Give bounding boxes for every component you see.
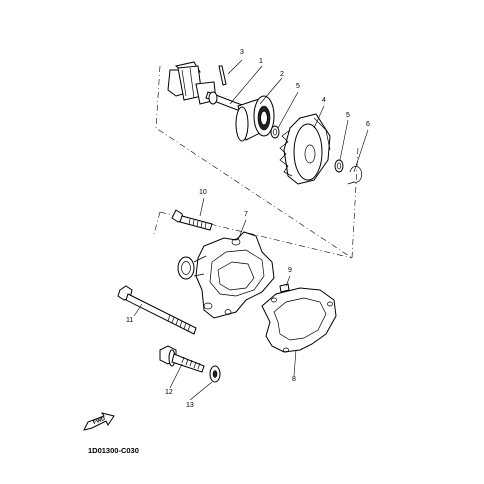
callout-5-right: 5	[346, 112, 350, 119]
bolt-washer-part	[209, 365, 221, 383]
impeller-shaft-part	[167, 61, 251, 115]
callout-4: 4	[322, 97, 326, 104]
callout-5-left: 5	[296, 83, 300, 90]
callout-9: 9	[288, 267, 292, 274]
circlip-part	[347, 166, 363, 185]
gear-part	[279, 113, 331, 185]
washer-part-left	[270, 125, 280, 139]
callout-13: 13	[186, 402, 194, 409]
washer-part-right	[334, 159, 344, 173]
callout-leader-lines	[133, 59, 369, 401]
dowel-pin-part	[279, 283, 290, 293]
callout-7: 7	[244, 211, 248, 218]
gasket-part	[261, 287, 337, 353]
pin-part	[218, 65, 227, 86]
bearing-part	[235, 95, 275, 142]
short-bolt-part	[171, 209, 213, 231]
diagram-code: 1D01300-C030	[88, 446, 139, 455]
long-bolt-part	[117, 285, 197, 335]
fwd-arrow-icon	[83, 412, 115, 431]
callout-1: 1	[259, 58, 263, 65]
callout-6: 6	[366, 121, 370, 128]
flange-bolt-part	[159, 345, 205, 373]
callout-10: 10	[199, 189, 207, 196]
callout-12: 12	[165, 389, 173, 396]
callout-11: 11	[126, 317, 134, 324]
callout-8: 8	[292, 376, 296, 383]
callout-3: 3	[240, 49, 244, 56]
pump-housing-part	[177, 231, 275, 319]
callout-2: 2	[280, 71, 284, 78]
